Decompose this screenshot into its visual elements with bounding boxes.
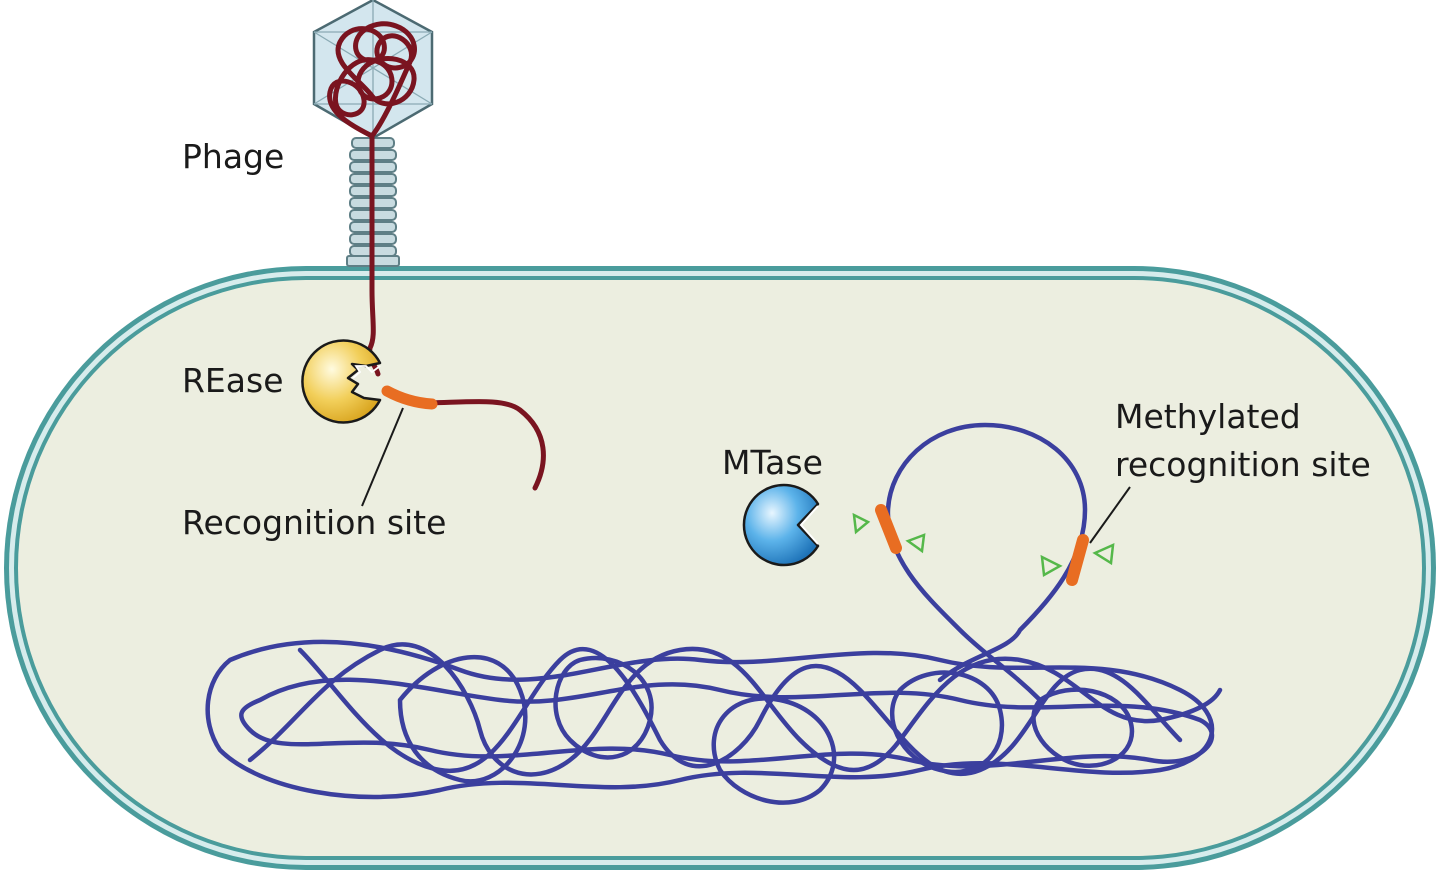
rease-jaw-zigzag xyxy=(352,365,381,379)
recognition-site-mark xyxy=(381,385,438,410)
phage-dna-packaged xyxy=(327,21,417,139)
phage-label: Phage xyxy=(182,137,284,176)
methylated-site-left xyxy=(852,504,926,554)
bacterial-chromosome xyxy=(205,422,1223,805)
mtase-notch xyxy=(799,505,819,545)
recognition-site-label: Recognition site xyxy=(182,503,446,542)
phage-dna-in-cell xyxy=(427,399,546,491)
rease-label: REase xyxy=(182,361,284,400)
methylated-site-label-line1: Methylated xyxy=(1115,397,1301,436)
methylated-site-leader xyxy=(1089,486,1131,544)
chromosome-loop xyxy=(885,422,1088,703)
mtase-label: MTase xyxy=(722,443,823,482)
recognition-site-leader xyxy=(361,407,404,507)
bacterial-cell xyxy=(4,266,1436,870)
phage-dna-injected xyxy=(367,133,381,377)
cytoplasm-fill xyxy=(18,280,1422,856)
methylated-site-label-line2: recognition site xyxy=(1115,445,1371,484)
mtase-enzyme xyxy=(742,483,820,567)
methylated-site-right xyxy=(1040,534,1115,586)
rease-enzyme xyxy=(301,339,382,424)
mtase-body xyxy=(742,483,820,567)
rease-body xyxy=(301,339,382,424)
phage xyxy=(312,0,546,491)
